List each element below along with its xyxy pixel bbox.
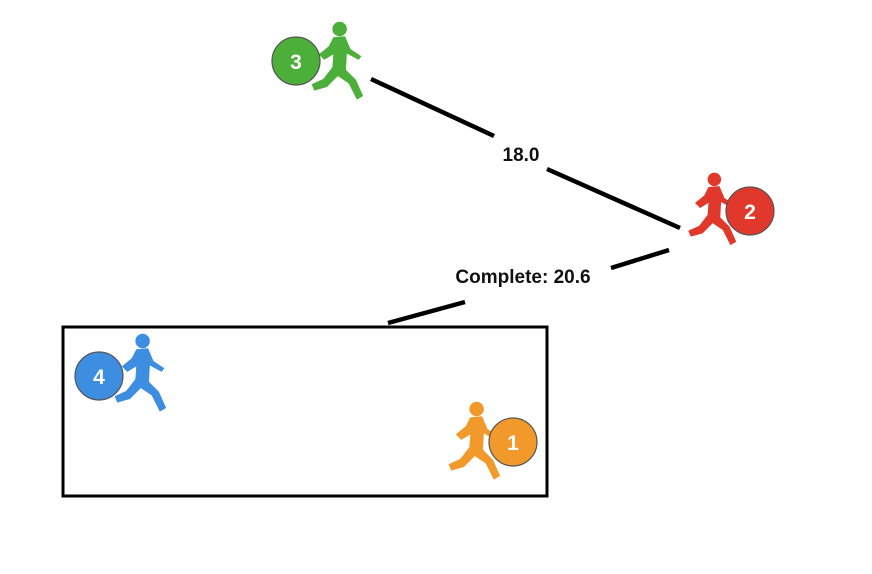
edge-3-2 [370, 76, 681, 231]
edge-3-2-segment-a [370, 76, 495, 139]
edge-3-2-segment-b [546, 166, 681, 231]
player-1-number: 1 [507, 432, 519, 455]
group-box [61, 325, 549, 498]
edge-2-group-label: Complete: 20.6 [455, 267, 590, 288]
edge-2-group-segment-a [610, 247, 670, 271]
player-3-number: 3 [290, 51, 302, 74]
edge-2-group [387, 247, 670, 326]
edge-3-2-label: 18.0 [503, 145, 540, 166]
player-2-number: 2 [744, 201, 756, 224]
number-badge [488, 417, 538, 467]
player-2[interactable]: 2 [688, 172, 775, 246]
player-4[interactable]: 4 [74, 333, 167, 412]
player-3[interactable]: 3 [271, 21, 364, 100]
player-4-number: 4 [93, 366, 105, 389]
edge-2-group-segment-b [387, 299, 466, 326]
number-badge [74, 351, 124, 401]
player-1[interactable]: 1 [448, 401, 538, 480]
number-badge [725, 186, 775, 236]
number-badge [271, 36, 321, 86]
